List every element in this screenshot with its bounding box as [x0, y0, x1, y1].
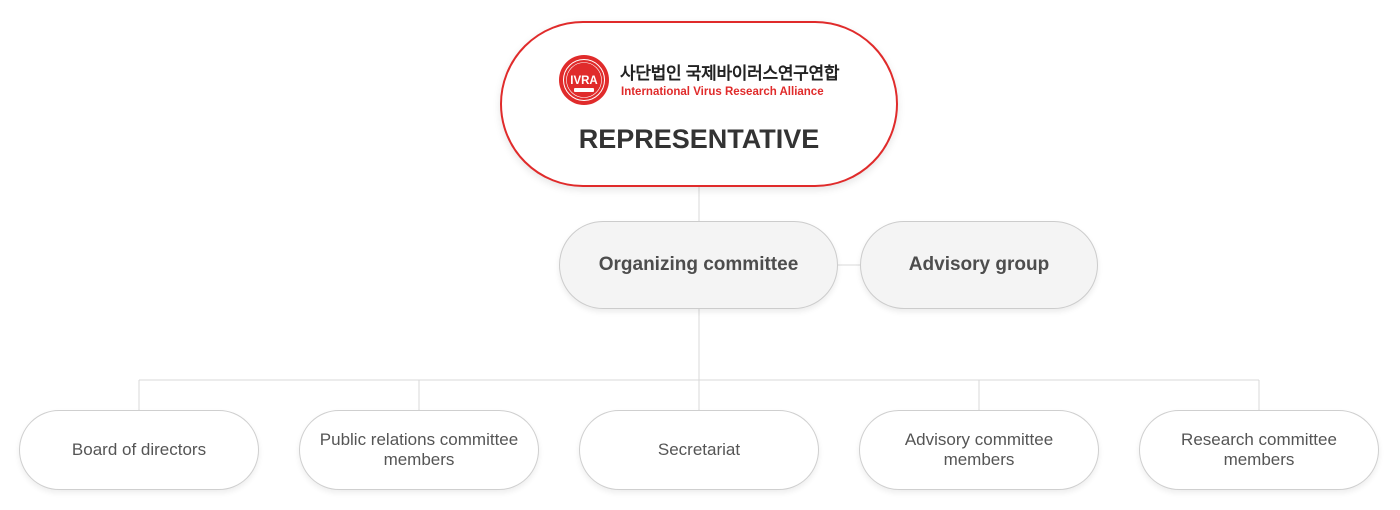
research-committee-node: Research committee members [1139, 410, 1379, 490]
board-of-directors-label: Board of directors [71, 440, 207, 459]
board-of-directors-node: Board of directors [19, 410, 259, 490]
representative-node [500, 21, 898, 187]
org-name-english: International Virus Research Alliance [621, 86, 824, 98]
public-relations-label: Public relations committee members [319, 430, 519, 469]
org-name-korean: 사단법인 국제바이러스연구연합 [620, 64, 840, 83]
advisory-committee-label: Advisory committee members [904, 430, 1054, 469]
advisory-committee-node: Advisory committee members [859, 410, 1099, 490]
representative-title: REPRESENTATIVE [578, 124, 820, 154]
secretariat-node: Secretariat [579, 410, 819, 490]
public-relations-node: Public relations committee members [299, 410, 539, 490]
research-committee-label: Research committee members [1181, 430, 1337, 469]
logo-text: IVRA [570, 75, 597, 87]
advisory-group-node: Advisory group [860, 221, 1098, 309]
ivra-logo-icon: IVRA [559, 55, 609, 105]
secretariat-label: Secretariat [657, 440, 741, 459]
organizing-committee-node: Organizing committee [559, 221, 838, 309]
